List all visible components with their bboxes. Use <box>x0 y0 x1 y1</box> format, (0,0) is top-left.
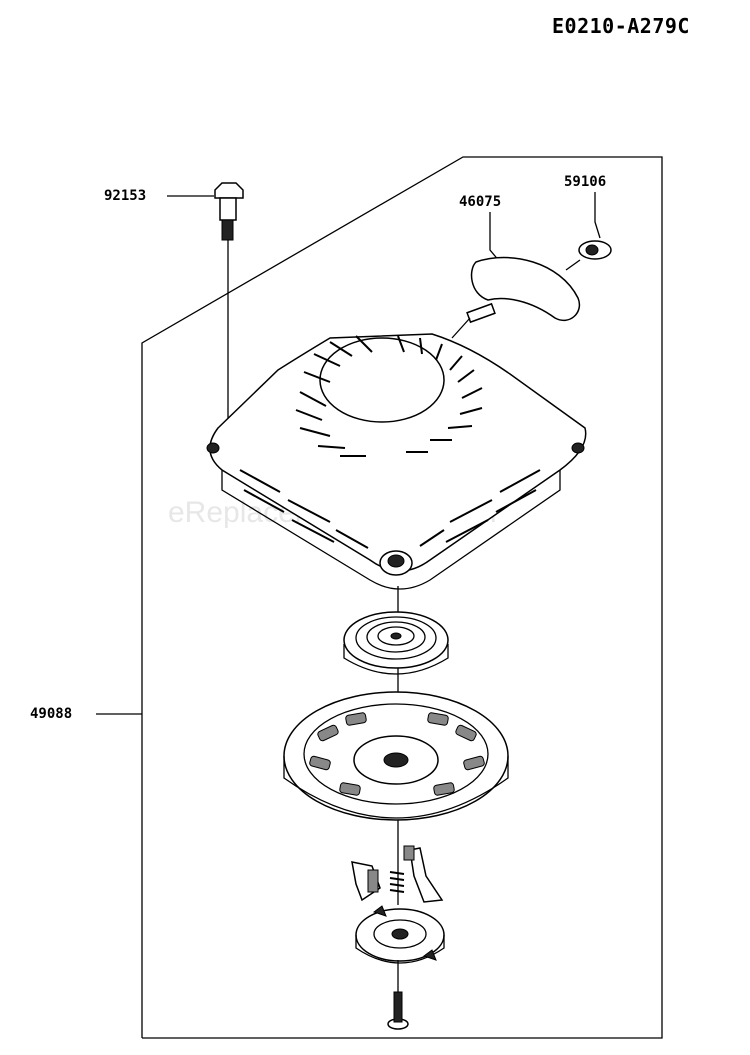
part-label-92153[interactable]: 92153 <box>104 188 147 204</box>
part-label-49088[interactable]: 49088 <box>30 706 73 722</box>
bolt-92153[interactable] <box>214 182 244 432</box>
rope-guide-59106[interactable] <box>565 240 612 271</box>
ratchet-pawls[interactable] <box>351 845 444 903</box>
spiral-spring[interactable] <box>343 611 449 675</box>
leader-46075 <box>489 212 501 263</box>
part-label-46075[interactable]: 46075 <box>459 194 502 210</box>
leader-59106 <box>594 192 601 239</box>
part-label-59106[interactable]: 59106 <box>564 174 607 190</box>
handle-46075[interactable] <box>451 256 581 339</box>
reel-slots <box>309 712 485 796</box>
cover-vents <box>295 335 483 457</box>
starter-cover[interactable] <box>206 333 587 590</box>
ratchet-hub[interactable] <box>355 905 445 964</box>
cover-side-grille <box>239 469 541 549</box>
drawing-code: E0210-A279C <box>552 14 690 38</box>
reel-pulley[interactable] <box>283 691 509 821</box>
bottom-screw[interactable] <box>387 960 409 1030</box>
assembly-bracket <box>141 156 663 1039</box>
small-spring[interactable] <box>389 871 405 893</box>
